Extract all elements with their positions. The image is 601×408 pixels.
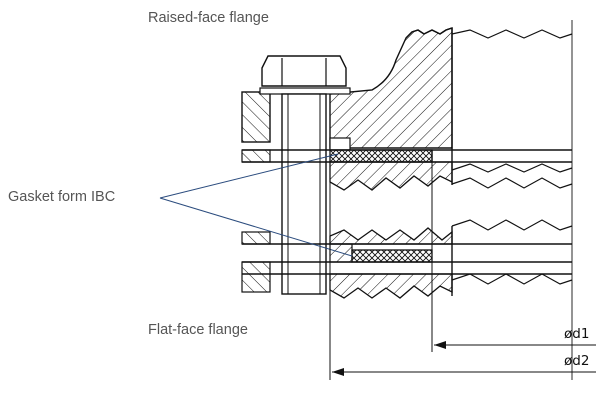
raised-face-flange-label: Raised-face flange (148, 10, 269, 26)
left-flange-pieces (241, 91, 271, 293)
upper-mating-flange (329, 161, 573, 191)
flat-face-flange-body (329, 219, 573, 299)
gasket-form-label: Gasket form IBC (8, 189, 116, 205)
d2-arrowhead (332, 368, 344, 376)
d1-arrowhead (434, 341, 446, 349)
flat-face-flange-label: Flat-face flange (148, 322, 248, 338)
d1-dimension-label: ød1 (564, 326, 590, 342)
d2-dimension-label: ød2 (564, 353, 590, 369)
bolt (259, 55, 351, 295)
raised-face-flange-body (329, 27, 573, 185)
upper-gasket (329, 149, 433, 163)
gasket-leader-lines (159, 153, 353, 257)
dimension-lines (329, 20, 596, 380)
